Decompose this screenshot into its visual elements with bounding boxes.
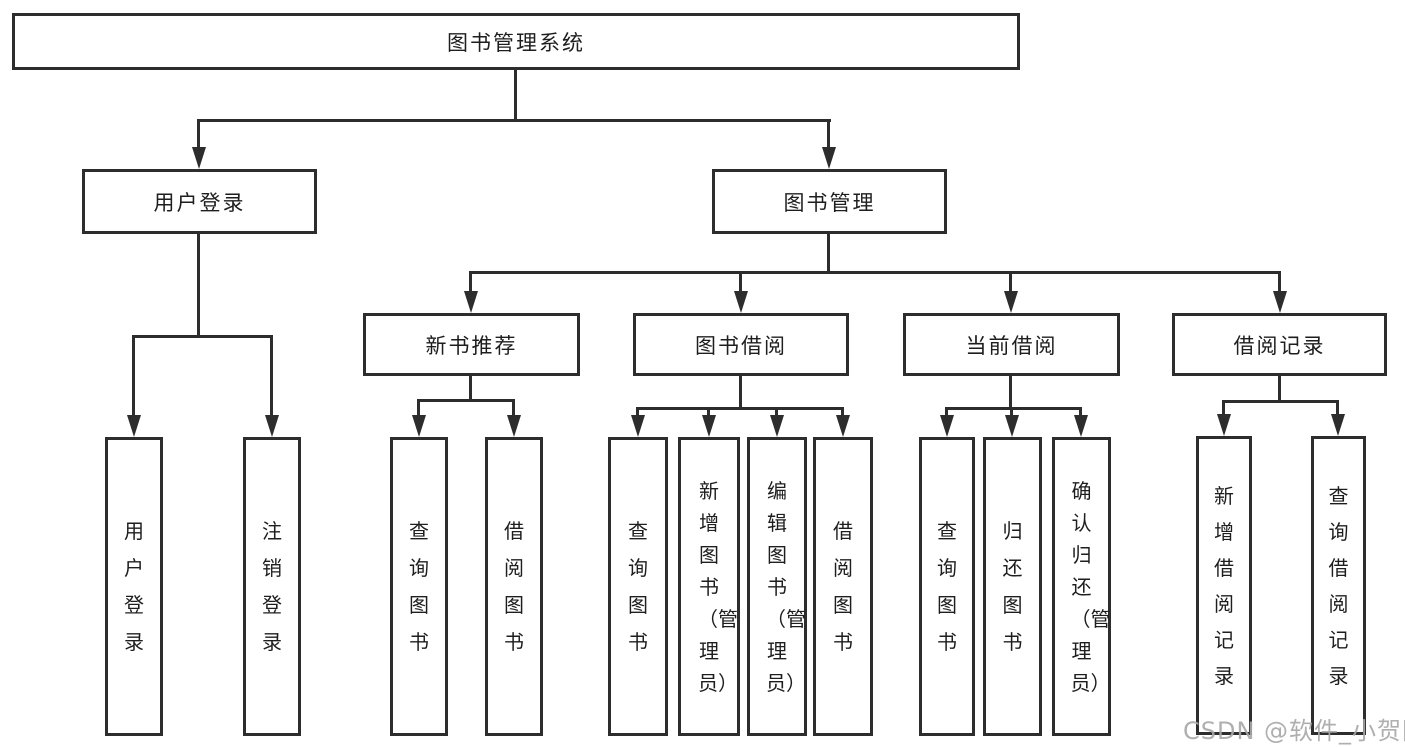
leaf-user-login: 用户登录 — [105, 437, 163, 736]
connector-root-stem — [514, 69, 517, 122]
connector-book-borrow-stem — [739, 376, 742, 409]
leaf-label: 查询图书 — [409, 518, 429, 654]
connector-user-login-stem — [197, 234, 200, 337]
leaf-label: 查询借阅记录 — [1328, 483, 1349, 688]
arrow-down-icon — [265, 415, 279, 437]
connector-leaf-drop — [512, 399, 515, 418]
leaf-label: 用户登录 — [124, 518, 144, 654]
leaf-query-books: 查询图书 — [919, 437, 975, 736]
arrow-down-icon — [1074, 415, 1088, 437]
leaf-query-books: 查询图书 — [608, 437, 668, 736]
connector-book-borrow-bus — [636, 407, 844, 410]
connector-leaf-drop — [945, 407, 948, 419]
node-label: 借阅记录 — [1233, 333, 1326, 358]
node-label: 当前借阅 — [965, 333, 1058, 358]
arrow-down-icon — [1331, 414, 1345, 436]
node-borrowing-records: 借阅记录 — [1172, 313, 1387, 376]
arrow-down-icon — [702, 415, 716, 437]
arrow-down-icon — [1217, 414, 1231, 436]
connector-level1-bus — [197, 119, 831, 122]
arrow-down-icon — [1004, 291, 1018, 313]
connector-user-login-bus — [132, 335, 273, 338]
connector-user-login-drop — [197, 119, 200, 150]
connector-new-book-bus — [417, 399, 515, 402]
leaf-label: 注销登录 — [262, 518, 282, 654]
connector-leaf-drop — [841, 407, 844, 419]
leaf-borrow-books: 借阅图书 — [813, 437, 873, 736]
node-user-login: 用户登录 — [82, 169, 317, 234]
arrow-down-icon — [192, 147, 206, 169]
arrow-down-icon — [507, 415, 521, 437]
connector-leaf-drop — [1336, 400, 1339, 416]
arrow-down-icon — [734, 291, 748, 313]
leaf-label: 新增图书（管理员） — [698, 478, 738, 695]
leaf-edit-books-admin: 编辑图书（管理员） — [747, 437, 807, 736]
arrow-down-icon — [940, 415, 954, 437]
connector-book-borrow-drop — [739, 271, 742, 295]
connector-level2-bus — [469, 271, 1281, 274]
connector-cur-borrow-bus — [945, 407, 1082, 410]
connector-leaf-drop — [636, 407, 639, 419]
connector-book-mgmt-stem — [827, 234, 830, 273]
connector-leaf-drop — [775, 407, 778, 419]
arrow-down-icon — [127, 415, 141, 437]
connector-leaf-drop — [132, 335, 135, 417]
connector-leaf-drop — [1079, 407, 1082, 419]
leaf-add-borrow-record: 新增借阅记录 — [1196, 436, 1252, 735]
leaf-label: 编辑图书（管理员） — [766, 478, 806, 695]
leaf-query-borrow-record: 查询借阅记录 — [1311, 436, 1366, 735]
node-library-management-system: 图书管理系统 — [12, 13, 1020, 70]
leaf-label: 借阅图书 — [504, 518, 524, 654]
leaf-borrow-books: 借阅图书 — [485, 437, 543, 736]
leaf-label: 归还图书 — [1002, 518, 1023, 654]
node-label: 用户登录 — [153, 190, 246, 215]
arrow-down-icon — [412, 415, 426, 437]
arrow-down-icon — [822, 147, 836, 169]
leaf-label: 查询图书 — [937, 518, 957, 654]
leaf-label: 确认归还（管理员） — [1070, 478, 1111, 695]
arrow-down-icon — [836, 415, 850, 437]
node-label: 图书借阅 — [695, 333, 787, 358]
node-label: 新书推荐 — [425, 333, 518, 358]
leaf-query-books: 查询图书 — [390, 437, 448, 736]
connector-new-book-stem — [469, 376, 472, 402]
node-label: 图书管理 — [783, 190, 876, 215]
arrow-down-icon — [631, 415, 645, 437]
connector-cur-borrow-stem — [1009, 376, 1012, 409]
connector-leaf-drop — [417, 399, 420, 418]
connector-new-book-drop — [469, 271, 472, 295]
leaf-logout: 注销登录 — [243, 437, 301, 736]
leaf-return-books: 归还图书 — [983, 437, 1042, 736]
leaf-add-books-admin: 新增图书（管理员） — [678, 437, 740, 736]
connector-borrow-rec-drop — [1278, 271, 1281, 295]
connector-borrow-rec-stem — [1278, 376, 1281, 403]
arrow-down-icon — [1005, 415, 1019, 437]
connector-leaf-drop — [270, 335, 273, 417]
csdn-watermark: CSDN @软件_小贺同学 — [1183, 717, 1405, 745]
arrow-down-icon — [1273, 291, 1287, 313]
connector-book-mgmt-drop — [827, 119, 830, 150]
leaf-label: 新增借阅记录 — [1214, 483, 1234, 688]
leaf-label: 查询图书 — [628, 518, 648, 654]
node-label: 图书管理系统 — [447, 30, 585, 55]
node-book-management: 图书管理 — [712, 169, 947, 234]
node-current-borrowing: 当前借阅 — [903, 313, 1120, 376]
node-new-book-recommendation: 新书推荐 — [363, 313, 580, 376]
arrow-down-icon — [770, 415, 784, 437]
node-book-borrowing: 图书借阅 — [633, 313, 849, 376]
connector-leaf-drop — [1222, 400, 1225, 416]
leaf-label: 借阅图书 — [833, 518, 853, 654]
leaf-confirm-return-admin: 确认归还（管理员） — [1052, 437, 1111, 736]
arrow-down-icon — [464, 291, 478, 313]
connector-leaf-drop — [707, 407, 710, 419]
connector-borrow-rec-bus — [1222, 400, 1339, 403]
connector-cur-borrow-drop — [1009, 271, 1012, 295]
connector-leaf-drop — [1010, 407, 1013, 419]
